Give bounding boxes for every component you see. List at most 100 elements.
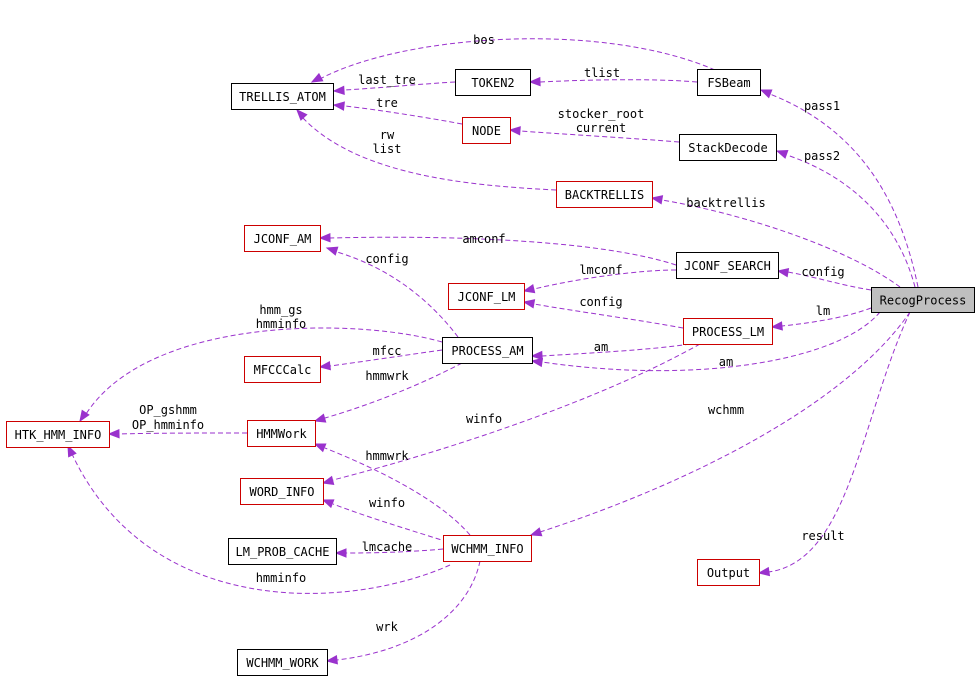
arrowhead [334,548,347,558]
edge-line [539,79,698,83]
arrowhead [107,429,120,439]
edge-label-last-tre: last_tre [358,73,416,87]
edge-recogprocess-to-output: result [757,311,911,577]
arrowhead [67,444,77,458]
arrowhead [313,413,327,423]
node-label: Output [707,566,750,580]
edge-wchmm-info-to-word-info: winfo [321,496,449,543]
edge-line [336,560,481,661]
node-fsbeam[interactable]: FSBeam [697,69,761,96]
arrowhead [650,195,664,205]
node-label: BACKTRELLIS [565,188,644,202]
node-jconf-lm[interactable]: JCONF_LM [448,283,525,310]
node-box [443,535,532,562]
node-box [697,559,760,586]
edge-label-rw: rw [380,128,395,142]
arrowhead [529,527,543,537]
edge-recogprocess-to-fsbeam: pass1 [759,89,919,288]
node-label: WORD_INFO [249,485,314,499]
arrowhead [318,233,331,243]
edge-line [302,117,557,191]
edge-jconf-search-to-jconf-lm: lmconf [522,263,677,294]
node-output[interactable]: Output [697,559,760,586]
node-box [448,283,525,310]
node-stackdecode[interactable]: StackDecode [679,134,777,161]
edge-label-tre: tre [376,96,398,110]
node-wchmm-info[interactable]: WCHMM_INFO [443,535,532,562]
arrowhead [776,268,790,278]
edge-label-am: am [594,340,608,354]
node-box [455,69,531,96]
edge-fsbeam-to-token2: tlist [528,66,698,87]
node-mfcccalc[interactable]: MFCCCalc [244,356,321,383]
edge-line [317,38,716,81]
node-label: JCONF_LM [458,290,516,304]
edge-label-amconf: amconf [462,232,505,246]
edge-wchmm-info-to-htk-hmm-info: hmminfo [67,444,451,594]
arrowhead [530,357,544,368]
node-label: RecogProcess [880,294,967,308]
node-box [676,252,779,279]
node-process-am[interactable]: PROCESS_AM [442,337,533,364]
node-label: JCONF_SEARCH [684,259,771,273]
edge-jconf-search-to-jconf-am: amconf [318,232,677,266]
edge-line [332,503,449,543]
node-box [697,69,761,96]
edge-label-am: am [719,355,733,369]
node-word-info[interactable]: WORD_INFO [240,478,324,505]
edge-label-mfcc: mfcc [373,344,402,358]
node-box [6,421,110,448]
node-recogprocess[interactable]: RecogProcess [871,287,975,313]
node-box [679,134,777,161]
edge-wchmm-info-to-lm-prob-cache: lmcache [334,540,444,558]
edge-label-config: config [801,265,844,279]
edge-recogprocess-to-process-lm: lm [770,304,872,331]
edge-line [661,199,901,288]
edge-line [332,343,701,481]
edge-label-config: config [365,252,408,266]
edge-label-winfo: winfo [466,412,502,426]
edge-label-current: current [576,121,627,135]
arrowhead [321,475,335,485]
node-jconf-am[interactable]: JCONF_AM [244,225,321,252]
node-trellis-atom[interactable]: TRELLIS_ATOM [231,83,334,110]
edge-label-op-hmminfo: OP_hmminfo [132,418,204,432]
node-label: NODE [472,124,501,138]
node-htk-hmm-info[interactable]: HTK_HMM_INFO [6,421,110,448]
node-process-lm[interactable]: PROCESS_LM [683,318,773,345]
arrowhead [79,409,90,423]
arrowhead [775,149,789,159]
edge-label-wchmm: wchmm [708,403,744,417]
node-box [442,337,533,364]
edge-label-lmconf: lmconf [579,263,622,277]
arrowhead [325,655,338,665]
edge-line [539,311,911,533]
arrowhead [332,101,345,111]
node-lm-prob-cache[interactable]: LM_PROB_CACHE [228,538,337,565]
node-jconf-search[interactable]: JCONF_SEARCH [676,252,779,279]
node-token2[interactable]: TOKEN2 [455,69,531,96]
node-node[interactable]: NODE [462,117,511,144]
node-box [228,538,337,565]
node-label: PROCESS_AM [451,344,523,358]
edge-token2-to-trellis-atom: last_tre [332,73,456,96]
edge-line [769,93,919,288]
edge-fsbeam-to-trellis-atom: bos [310,33,716,83]
node-hmmwork[interactable]: HMMWork [247,420,316,447]
node-label: HMMWork [256,427,307,441]
edge-line [118,432,248,435]
nodes-layer: RecogProcess TRELLIS_ATOM TOKEN2 FSBeamNODE… [6,69,975,676]
node-label: StackDecode [688,141,767,155]
arrowhead [757,566,771,577]
node-backtrellis[interactable]: BACKTRELLIS [556,181,653,208]
node-wchmm-work[interactable]: WCHMM_WORK [237,649,328,676]
arrowhead [508,126,521,136]
edge-line [787,271,872,291]
edge-recogprocess-to-backtrellis: backtrellis [650,195,901,288]
edge-label-config: config [579,295,622,309]
node-box [244,225,321,252]
node-box [462,117,511,144]
node-box [683,318,773,345]
